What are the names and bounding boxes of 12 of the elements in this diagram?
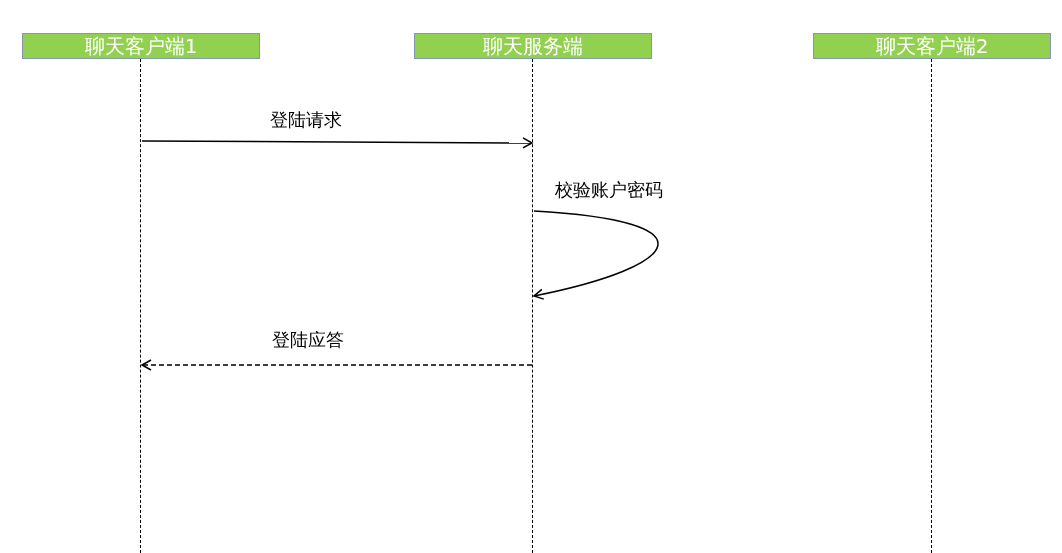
- edge-label: 登陆请求: [270, 109, 342, 132]
- edge-label: 校验账户密码: [555, 179, 663, 202]
- lifeline-header: 聊天客户端1: [22, 33, 260, 59]
- arrow: [533, 210, 659, 300]
- edge-label: 登陆应答: [272, 329, 344, 352]
- arrow: [141, 359, 533, 371]
- lifeline-header: 聊天服务端: [414, 33, 652, 59]
- arrow: [141, 137, 533, 149]
- lifeline: [532, 59, 534, 553]
- lifeline: [931, 59, 933, 553]
- lifeline: [140, 59, 142, 553]
- lifeline-header: 聊天客户端2: [813, 33, 1051, 59]
